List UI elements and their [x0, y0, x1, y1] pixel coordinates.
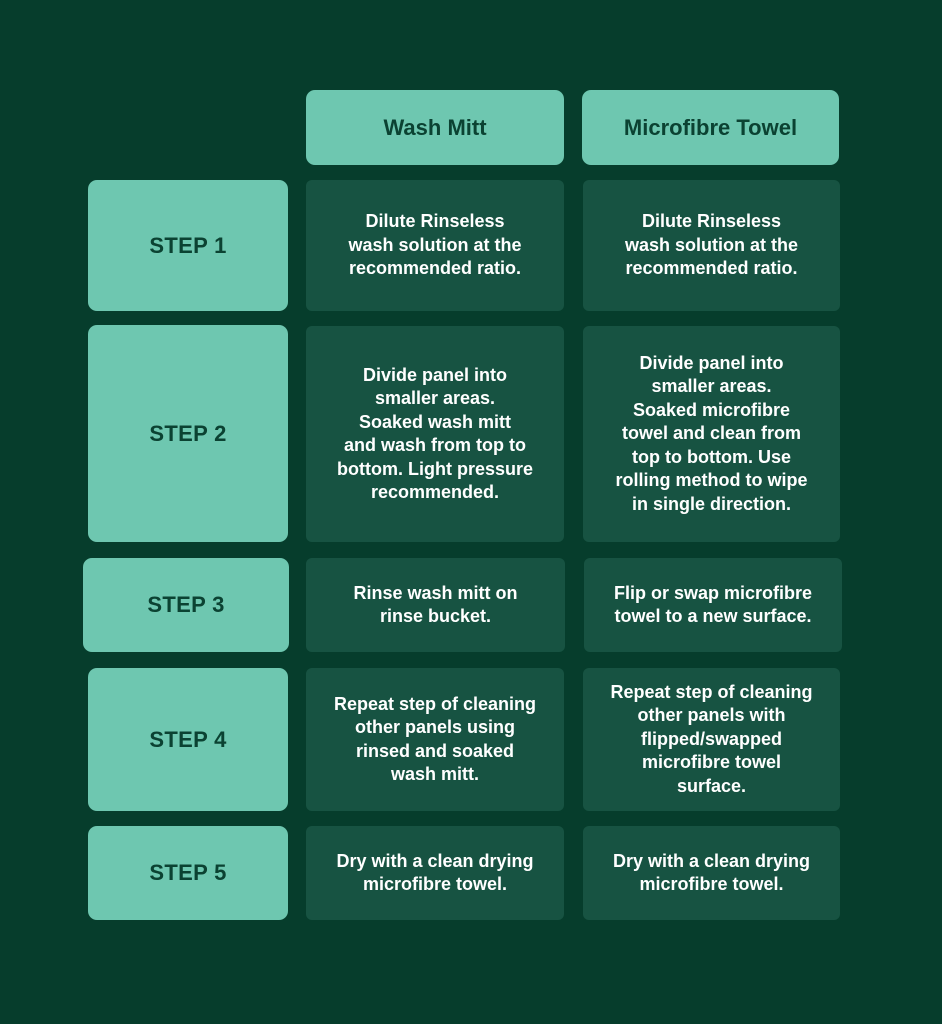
column-header-wash-mitt-label: Wash Mitt — [383, 114, 487, 140]
column-header-wash-mitt: Wash Mitt — [306, 90, 564, 165]
step-4-label: STEP 4 — [88, 668, 288, 811]
step-1-label: STEP 1 — [88, 180, 288, 311]
column-header-microfibre-towel: Microfibre Towel — [582, 90, 839, 165]
step-5-label: STEP 5 — [88, 826, 288, 920]
step-3-label: STEP 3 — [83, 558, 289, 652]
step-5-label-text: STEP 5 — [149, 860, 227, 885]
column-header-microfibre-towel-label: Microfibre Towel — [623, 114, 798, 140]
step-2-label-text: STEP 2 — [149, 420, 227, 446]
step-3-label-text: STEP 3 — [147, 592, 225, 617]
step-1-label-text: STEP 1 — [149, 232, 227, 258]
step-2-label: STEP 2 — [88, 325, 288, 542]
step-4-label-text: STEP 4 — [149, 726, 227, 752]
